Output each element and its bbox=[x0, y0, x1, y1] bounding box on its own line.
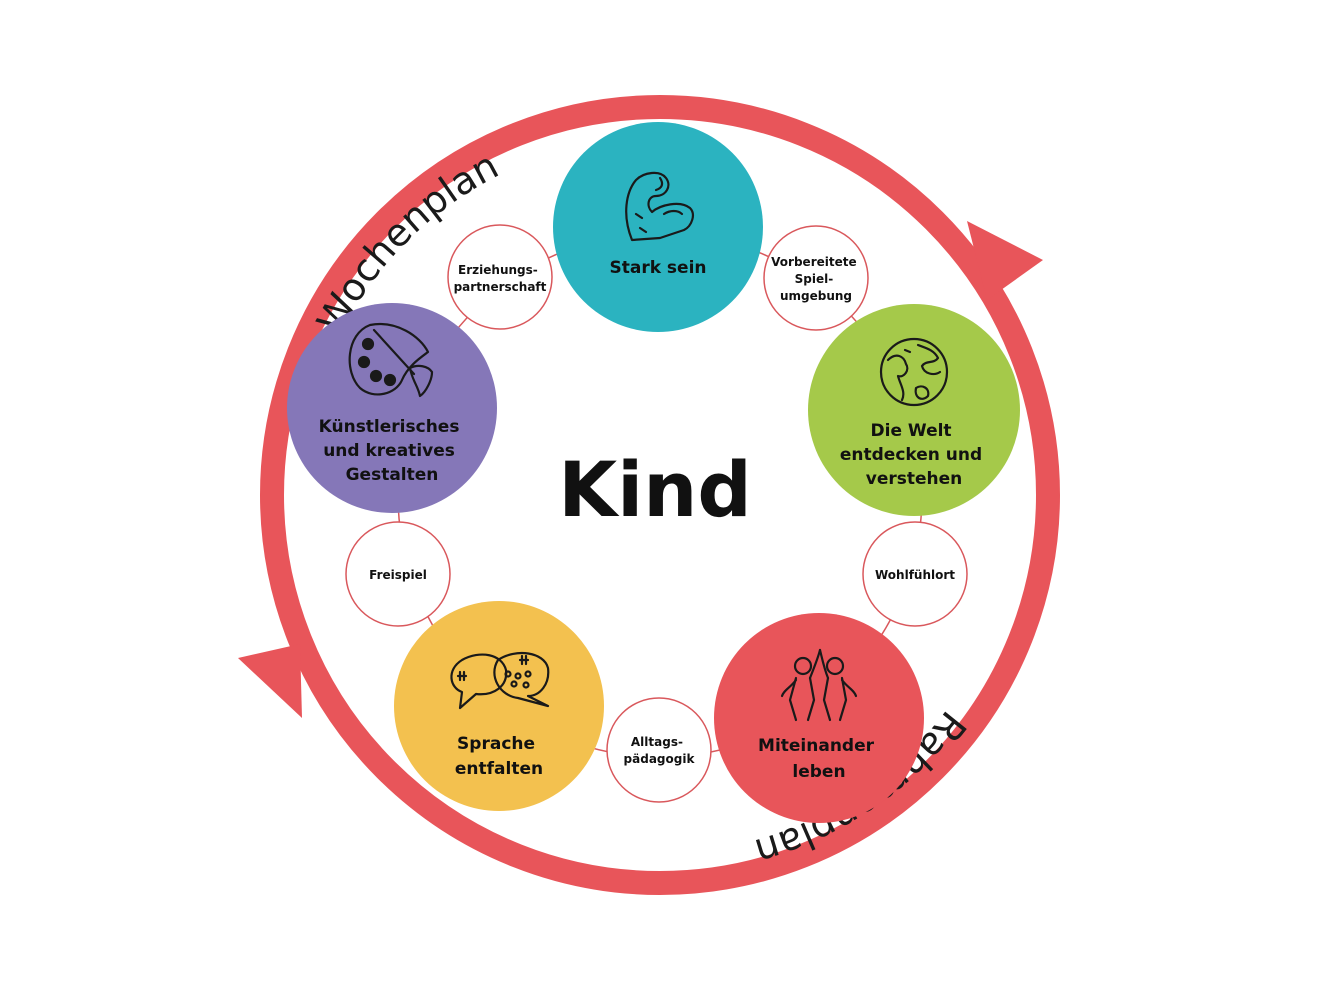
principle-circle bbox=[862, 521, 968, 627]
principle-erziehung: Erziehungs- partnerschaft bbox=[447, 224, 553, 330]
palette-icon bbox=[348, 322, 434, 398]
principle-freispiel: Freispiel bbox=[345, 521, 451, 627]
globe-icon bbox=[879, 337, 949, 407]
principle-wohlfuehlort: Wohlfühlort bbox=[862, 521, 968, 627]
principle-alltag: Alltags- pädagogik bbox=[606, 697, 712, 803]
area-die-welt: Die Welt entdecken und verstehen bbox=[808, 304, 1020, 516]
area-sprache-entfalten: Sprache entfalten bbox=[394, 601, 604, 811]
principle-circle bbox=[447, 224, 553, 330]
principle-spielumgebung: Vorbereitete Spiel- umgebung bbox=[763, 225, 869, 331]
area-miteinander-leben: Miteinander leben bbox=[714, 613, 924, 823]
center-label: Kind bbox=[558, 445, 751, 534]
flexed-arm-icon bbox=[625, 171, 694, 242]
area-label: Künstlerisches und kreatives Gestalten bbox=[319, 417, 466, 485]
area-label: Stark sein bbox=[609, 258, 706, 278]
high-five-icon bbox=[780, 648, 858, 722]
area-label: Miteinander leben bbox=[758, 736, 880, 782]
area-circle bbox=[714, 613, 924, 823]
speech-bubbles-icon bbox=[450, 652, 550, 710]
area-stark-sein: Stark sein bbox=[553, 122, 763, 332]
area-circle bbox=[287, 303, 497, 513]
area-kuenstlerisches-gestalten: Künstlerisches und kreatives Gestalten bbox=[287, 303, 497, 513]
principle-label: Erziehungs- partnerschaft bbox=[454, 263, 547, 294]
principle-circle bbox=[606, 697, 712, 803]
principle-label: Wohlfühlort bbox=[875, 568, 955, 582]
area-circle bbox=[553, 122, 763, 332]
principle-circle bbox=[345, 521, 451, 627]
principle-circle bbox=[763, 225, 869, 331]
arrow-head-right bbox=[967, 221, 1043, 300]
area-label: Sprache entfalten bbox=[455, 734, 543, 779]
area-circle bbox=[808, 304, 1020, 516]
principle-label: Vorbereitete Spiel- umgebung bbox=[771, 255, 861, 303]
area-circle bbox=[394, 601, 604, 811]
arrow-head-left bbox=[238, 644, 302, 718]
outer-ring bbox=[260, 95, 1060, 895]
area-label: Die Welt entdecken und verstehen bbox=[840, 421, 988, 489]
principle-label: Alltags- pädagogik bbox=[624, 735, 696, 766]
principle-label: Freispiel bbox=[369, 568, 427, 582]
